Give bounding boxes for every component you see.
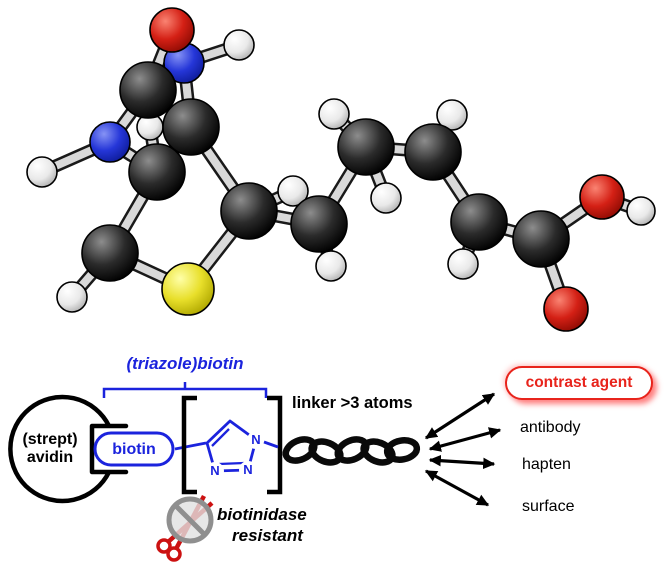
contrast-agent-label: contrast agent: [525, 374, 633, 391]
triazole-double-bond-nn: [218, 461, 245, 466]
atom-H: [447, 248, 479, 280]
chain-link: [383, 437, 421, 463]
linker-label: linker >3 atoms: [292, 394, 413, 412]
atom-N: [89, 121, 131, 163]
prohibition-icon: [166, 496, 214, 544]
biotinidase-resistant-line1: biotinidase: [217, 505, 307, 524]
prohibition-slash: [173, 503, 207, 537]
atom-S: [161, 262, 215, 316]
atom-C: [162, 98, 220, 156]
biotin-label: biotin: [112, 441, 156, 458]
surface-label: surface: [522, 498, 575, 515]
chain-linker: [282, 436, 421, 466]
contrast-agent-box: contrast agent: [505, 366, 653, 400]
atom-C: [450, 193, 508, 251]
atom-C: [119, 61, 177, 119]
hapten-label: hapten: [522, 456, 571, 473]
atom-H: [626, 196, 656, 226]
triazole-n-mask: [239, 461, 257, 479]
atom-H: [26, 156, 58, 188]
atom-C: [512, 210, 570, 268]
atom-C: [337, 118, 395, 176]
arrow-to-antibody: [428, 427, 502, 452]
biotin-capsule: [93, 431, 175, 467]
atom-H: [56, 281, 88, 313]
streptavidin-label-line1: (strept): [22, 431, 78, 448]
triazole-double-bond-cc: [211, 428, 230, 447]
triazole-n1-label: N: [251, 432, 261, 447]
antibody-label: antibody: [520, 419, 581, 436]
biotin-ball-stick-model: [26, 7, 656, 332]
atom-O: [149, 7, 195, 53]
bracket-right: [267, 395, 283, 495]
arrow-to-contrast-agent: [424, 392, 496, 440]
triazole-n2-label: N: [243, 462, 253, 477]
streptavidin-label: (strept) avidin: [8, 431, 92, 467]
bracket-left: [181, 395, 197, 495]
atom-H: [318, 98, 350, 130]
atom-O: [579, 174, 625, 220]
atom-H: [315, 250, 347, 282]
atom-C: [128, 143, 186, 201]
scissors-handle: [166, 546, 182, 562]
arrow-to-hapten: [428, 454, 496, 470]
triazole-n-mask: [247, 431, 265, 449]
arrow-to-surface: [424, 469, 490, 507]
avidin-shape-arc: [8, 394, 112, 504]
schematic-graphics: [8, 382, 502, 562]
triazole-n3-label: N: [210, 463, 220, 478]
triazole-biotin-label: (triazole)biotin: [126, 354, 244, 373]
biotinidase-resistant-line2: resistant: [232, 526, 303, 545]
triazole-n-mask: [206, 462, 224, 480]
atom-C: [404, 123, 462, 181]
triazole-linker-bond: [263, 440, 279, 449]
scissors-handle: [156, 538, 172, 554]
atom-C: [220, 182, 278, 240]
atom-C: [290, 195, 348, 253]
atom-H: [223, 29, 255, 61]
biotin-triazole-bond: [174, 441, 207, 451]
atom-C: [81, 224, 139, 282]
atom-H: [370, 182, 402, 214]
atom-H: [277, 175, 309, 207]
atom-H: [436, 99, 468, 131]
atom-O: [543, 286, 589, 332]
streptavidin-label-line2: avidin: [26, 449, 74, 466]
